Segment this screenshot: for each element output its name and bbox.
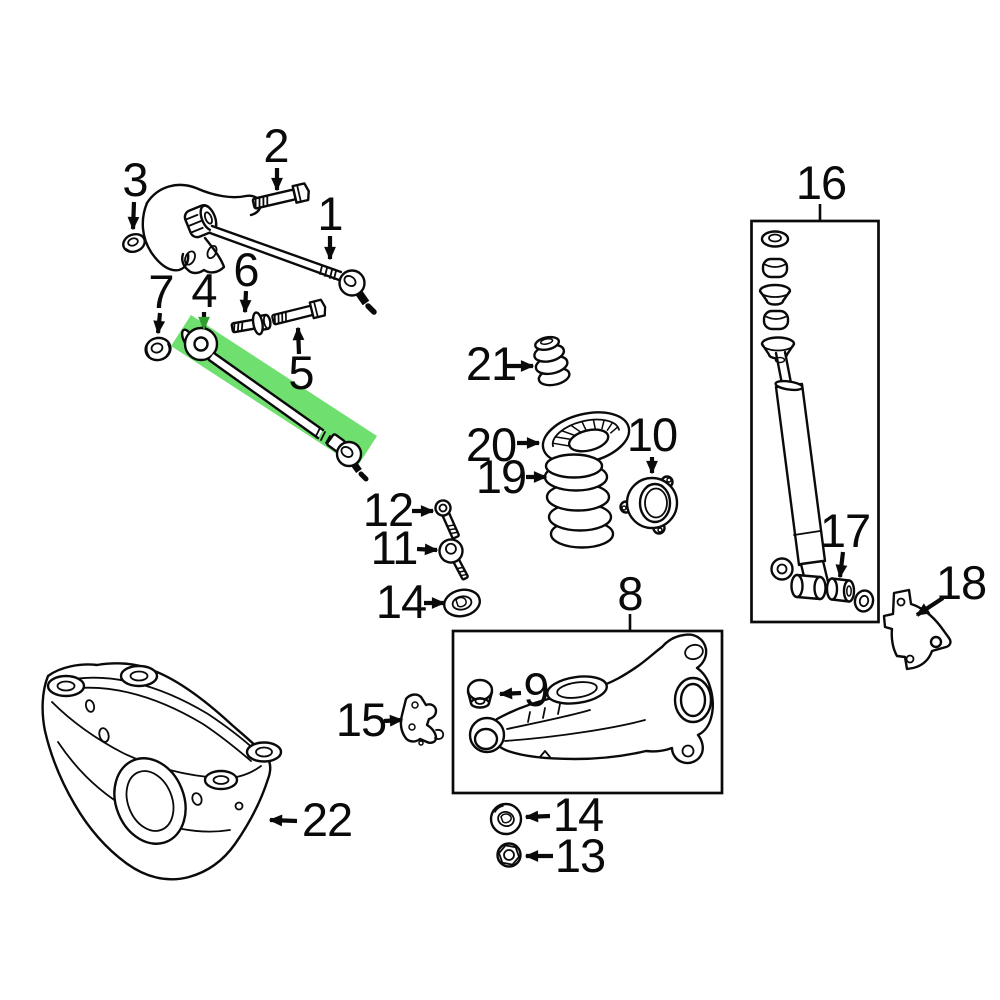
callout-21: 21 bbox=[466, 337, 535, 390]
callout-15-label: 15 bbox=[336, 693, 386, 746]
part-14-washer-upper bbox=[442, 588, 482, 618]
part-8-trailing-arm bbox=[451, 629, 724, 795]
part-7-clamp bbox=[144, 336, 172, 362]
callout-22-arrow bbox=[268, 814, 298, 827]
callout-16: 16 bbox=[796, 156, 847, 220]
part-13-nut bbox=[496, 842, 522, 868]
callout-17-arrow bbox=[835, 551, 848, 579]
part-5-bolt bbox=[269, 298, 329, 329]
callout-5: 5 bbox=[288, 326, 315, 399]
callout-14-upper: 14 bbox=[376, 575, 446, 628]
callout-4: 4 bbox=[191, 264, 218, 331]
callout-8-label: 8 bbox=[617, 567, 642, 620]
callout-22: 22 bbox=[268, 793, 353, 846]
callout-10-label: 10 bbox=[627, 408, 677, 461]
callout-1: 1 bbox=[317, 187, 344, 261]
callout-12: 12 bbox=[363, 483, 435, 536]
callout-15: 15 bbox=[336, 693, 404, 746]
callout-5-arrow bbox=[292, 326, 305, 355]
callout-18: 18 bbox=[915, 556, 987, 617]
callout-17-label: 17 bbox=[820, 504, 870, 557]
callout-13-label: 13 bbox=[555, 829, 605, 882]
frame-16 bbox=[750, 219, 880, 624]
callout-7: 7 bbox=[148, 265, 175, 335]
frame-8 bbox=[451, 629, 724, 795]
callout-4-label: 4 bbox=[191, 264, 216, 317]
callout-12-label: 12 bbox=[363, 483, 413, 536]
part-6-bolt bbox=[230, 311, 272, 336]
part-3-nut bbox=[122, 232, 146, 254]
part-20-spring-insulator bbox=[541, 411, 631, 465]
highlight-band bbox=[171, 315, 377, 467]
callout-11-arrow bbox=[416, 543, 439, 556]
callout-9-arrow bbox=[498, 687, 522, 700]
callout-11: 11 bbox=[371, 521, 439, 574]
callout-16-label: 16 bbox=[796, 156, 846, 209]
callout-10: 10 bbox=[627, 408, 678, 475]
part-18-bracket bbox=[882, 588, 952, 671]
callout-13: 13 bbox=[524, 829, 606, 882]
callout-22-label: 22 bbox=[302, 793, 352, 846]
callout-14-lower: 14 bbox=[524, 788, 604, 841]
part-19-coil-spring bbox=[543, 453, 615, 549]
part-9-bushing bbox=[466, 678, 494, 709]
callout-18-arrow bbox=[915, 596, 945, 617]
callouts: 1 2 3 4 5 6 7 8 bbox=[122, 119, 987, 882]
callout-14-upper-label: 14 bbox=[376, 575, 426, 628]
callout-3-label: 3 bbox=[122, 153, 147, 206]
part-15-bracket bbox=[399, 693, 445, 746]
part-4-lateral-rod-highlighted bbox=[171, 315, 377, 482]
callout-14-lower-arrow bbox=[524, 810, 551, 823]
part-21-bump-stop bbox=[533, 335, 571, 387]
callout-2: 2 bbox=[263, 119, 290, 192]
callout-19-label: 19 bbox=[476, 450, 526, 503]
callout-15-arrow bbox=[383, 714, 404, 727]
callout-20: 20 bbox=[466, 418, 541, 471]
part-1-lateral-rod-upper bbox=[183, 204, 377, 315]
callout-8: 8 bbox=[617, 567, 644, 630]
part-14-washer-lower bbox=[489, 802, 523, 836]
callout-7-arrow bbox=[153, 312, 166, 335]
callout-2-label: 2 bbox=[263, 119, 288, 172]
part-2-bolt bbox=[250, 181, 312, 214]
callout-17: 17 bbox=[820, 504, 871, 579]
callout-6: 6 bbox=[233, 243, 260, 314]
part-11-bolt bbox=[438, 538, 469, 581]
callout-6-arrow bbox=[239, 290, 252, 314]
callout-11-label: 11 bbox=[371, 521, 418, 574]
callout-9-label: 9 bbox=[523, 663, 548, 716]
callout-9: 9 bbox=[498, 663, 550, 716]
part-17-bushing bbox=[825, 577, 875, 613]
callout-3-arrow bbox=[127, 201, 140, 231]
callout-3: 3 bbox=[122, 153, 149, 231]
callout-18-label: 18 bbox=[936, 556, 986, 609]
callout-21-label: 21 bbox=[466, 337, 516, 390]
part-16-shock-absorber-kit bbox=[750, 219, 880, 624]
callout-20-label: 20 bbox=[466, 418, 516, 471]
callout-19: 19 bbox=[476, 450, 548, 503]
callout-1-label: 1 bbox=[317, 187, 342, 240]
callout-6-label: 6 bbox=[233, 243, 258, 296]
part-22-crossmember bbox=[41, 662, 283, 881]
callout-14-lower-label: 14 bbox=[553, 788, 603, 841]
part-12-bolt bbox=[434, 499, 460, 540]
callout-7-label: 7 bbox=[148, 265, 173, 318]
callout-5-label: 5 bbox=[288, 346, 313, 399]
part-10-hub-flange bbox=[619, 475, 679, 535]
